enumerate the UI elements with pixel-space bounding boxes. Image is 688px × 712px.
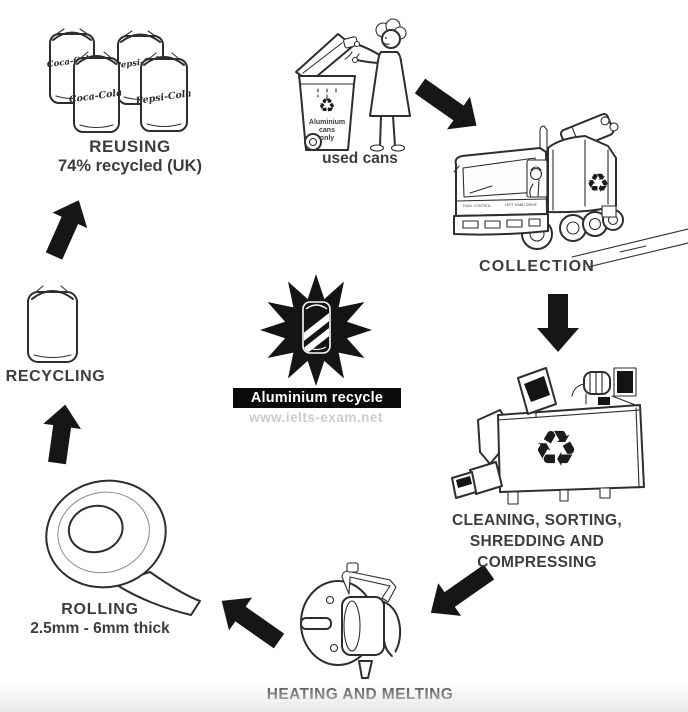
recycle-icon: ♻: [318, 95, 335, 117]
label-recycling: RECYCLING: [5, 368, 106, 385]
machine-body: [497, 404, 645, 493]
cleaning-line2: SHREDDING AND: [469, 533, 605, 550]
label-used-cans: used cans: [322, 150, 398, 167]
label-reusing: REUSING 74% recycled (UK): [20, 137, 240, 177]
cleaning-line3: COMPRESSING: [477, 554, 597, 571]
arrow-recycling-to-reusing: [45, 200, 88, 260]
bin-label-line1: Aluminium: [309, 119, 345, 126]
label-heating: HEATING AND MELTING: [266, 686, 454, 703]
arrow-rolling-to-recycling: [43, 404, 81, 465]
processing-machine-illustration: ♻: [451, 367, 645, 505]
can-silhouette: [302, 301, 331, 354]
reusing-subtitle: 74% recycled (UK): [58, 157, 202, 176]
cab-text-left: DUAL CONTROL: [463, 204, 491, 208]
furnace-illustration: [300, 562, 402, 695]
coca-cola-can-front: Coca-Cola: [68, 51, 123, 133]
can-stripes: [304, 306, 329, 352]
rolled-sheet-illustration: [45, 479, 201, 616]
truck-body: [547, 135, 617, 214]
recycle-icon: ♻: [586, 169, 609, 199]
driver-figure: [526, 159, 548, 198]
cab-text-right: LEFT HAND DRIVE: [505, 203, 537, 207]
label-collection: COLLECTION: [479, 258, 595, 275]
cleaning-line1: CLEANING, SORTING,: [452, 512, 622, 529]
dropped-can: [343, 36, 359, 49]
watermark: www.ielts-exam.net: [249, 410, 383, 425]
bin-label-line2: cans: [319, 127, 335, 134]
arrow-cleaning-to-heating: [430, 564, 495, 616]
recycle-icon: ♻: [534, 420, 579, 478]
collection-truck-illustration: ♻ DUAL CONTROL LEFT HAND DRIVE: [453, 113, 688, 268]
sheet-tail: [113, 571, 201, 616]
aluminium-recycle-emblem: [260, 274, 372, 386]
pepsi-can-front: Pepsi-Cola: [134, 52, 192, 132]
bin-label-line3: only: [320, 135, 334, 142]
woman-figure: [351, 18, 411, 152]
reusing-title: REUSING: [89, 137, 171, 156]
recycled-can-illustration: [27, 285, 78, 363]
rolling-subtitle: 2.5mm - 6mm thick: [30, 619, 170, 637]
aluminium-recycle-badge: Aluminium recycle: [233, 388, 401, 408]
arrow-collection-to-cleaning: [537, 294, 579, 352]
reused-cans-illustration: Coca-Cola Pepsi-Cola Coca-Cola: [46, 28, 192, 133]
label-cleaning: CLEANING, SORTING, SHREDDING AND COMPRES…: [442, 510, 632, 573]
used-cans-illustration: ♻ Aluminium cans only: [295, 18, 411, 152]
rolling-title: ROLLING: [61, 601, 139, 618]
label-rolling: ROLLING 2.5mm - 6mm thick: [25, 601, 175, 638]
arrow-usedcans-to-collection: [414, 78, 477, 130]
arrow-heating-to-rolling: [221, 597, 285, 649]
